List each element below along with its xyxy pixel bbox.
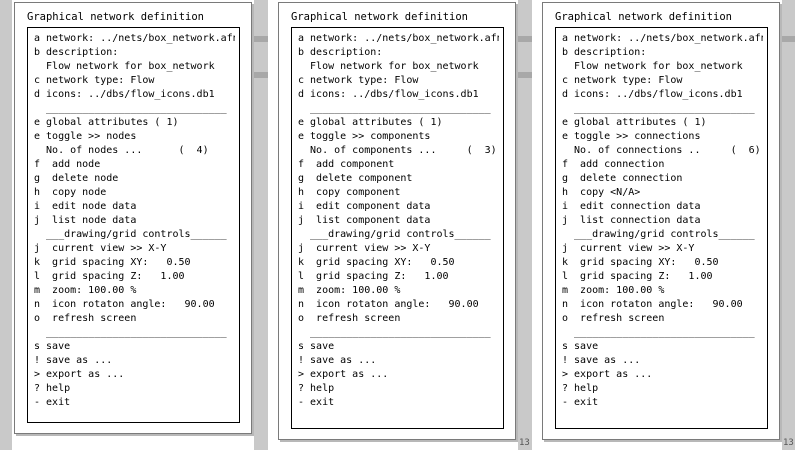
menu-item[interactable]: j list component data — [298, 215, 431, 226]
info-text: No. of components ... ( 3) — [298, 145, 497, 156]
menu-item[interactable]: d icons: ../dbs/flow_icons.db1 — [34, 89, 215, 100]
menu-item[interactable]: g delete node — [34, 173, 119, 184]
network-panel-connections: Graphical network definition a network: … — [542, 2, 780, 440]
separator: ______________________________ — [298, 327, 491, 338]
menu-item[interactable]: n icon rotaton angle: 90.00 — [562, 299, 743, 310]
menu-item[interactable]: a network: ../nets/box_network.afn — [34, 33, 235, 44]
separator: ______________________________ — [562, 103, 755, 114]
menu-item[interactable]: j current view >> X-Y — [298, 243, 431, 254]
menu-item[interactable]: - exit — [298, 397, 335, 408]
info-text: No. of nodes ... ( 4) — [34, 145, 209, 156]
info-text: Flow network for box_network — [562, 61, 743, 72]
section-header: ___drawing/grid controls______ — [562, 229, 755, 240]
menu-item[interactable]: g delete connection — [562, 173, 683, 184]
menu-item[interactable]: a network: ../nets/box_network.afn — [562, 33, 763, 44]
menu-item[interactable]: f add node — [34, 159, 101, 170]
menu-item[interactable]: e toggle >> connections — [562, 131, 701, 142]
info-text: Flow network for box_network — [34, 61, 215, 72]
menu-item[interactable]: j current view >> X-Y — [34, 243, 167, 254]
info-text: No. of connections .. ( 6) — [562, 145, 761, 156]
panel-title: Graphical network definition — [27, 11, 205, 23]
menu-item[interactable]: b description: — [562, 47, 647, 58]
menu-item[interactable]: e toggle >> components — [298, 131, 431, 142]
menu-item[interactable]: g delete component — [298, 173, 413, 184]
menu-item[interactable]: o refresh screen — [562, 313, 665, 324]
menu-item[interactable]: e toggle >> nodes — [34, 131, 137, 142]
menu-item[interactable]: f add component — [298, 159, 395, 170]
menu-item[interactable]: c network type: Flow — [562, 75, 683, 86]
menu-item[interactable]: i edit node data — [34, 201, 137, 212]
menu-item[interactable]: j list connection data — [562, 215, 701, 226]
menu-item[interactable]: m zoom: 100.00 % — [298, 285, 401, 296]
menu-item[interactable]: n icon rotaton angle: 90.00 — [34, 299, 215, 310]
menu-item[interactable]: o refresh screen — [298, 313, 401, 324]
menu-item[interactable]: s save — [34, 341, 71, 352]
section-header: ___drawing/grid controls______ — [298, 229, 491, 240]
panel-title: Graphical network definition — [291, 11, 469, 23]
menu-item[interactable]: b description: — [298, 47, 383, 58]
info-text: Flow network for box_network — [298, 61, 479, 72]
menu-item[interactable]: c network type: Flow — [298, 75, 419, 86]
menu-item[interactable]: l grid spacing Z: 1.00 — [562, 271, 713, 282]
menu-item[interactable]: c network type: Flow — [34, 75, 155, 86]
background-strip-right — [782, 0, 795, 450]
menu-item[interactable]: > export as ... — [34, 369, 125, 380]
menu-item[interactable]: l grid spacing Z: 1.00 — [34, 271, 185, 282]
separator: ______________________________ — [34, 103, 227, 114]
menu-item[interactable]: m zoom: 100.00 % — [34, 285, 137, 296]
menu-item[interactable]: l grid spacing Z: 1.00 — [298, 271, 449, 282]
menu-item[interactable]: e global attributes ( 1) — [298, 117, 443, 128]
menu-item[interactable]: h copy component — [298, 187, 401, 198]
menu-item[interactable]: ! save as ... — [298, 355, 377, 366]
menu-item[interactable]: j current view >> X-Y — [562, 243, 695, 254]
menu-item[interactable]: m zoom: 100.00 % — [562, 285, 665, 296]
menu-item[interactable]: d icons: ../dbs/flow_icons.db1 — [298, 89, 479, 100]
menu-item[interactable]: a network: ../nets/box_network.afn — [298, 33, 499, 44]
menu-item[interactable]: s save — [562, 341, 599, 352]
menu-item[interactable]: ? help — [34, 383, 71, 394]
network-panel-components: Graphical network definition a network: … — [278, 2, 516, 440]
menu-item[interactable]: - exit — [34, 397, 71, 408]
section-header: ___drawing/grid controls______ — [34, 229, 227, 240]
panel-title: Graphical network definition — [555, 11, 733, 23]
menu-item[interactable]: h copy <N/A> — [562, 187, 641, 198]
menu-item[interactable]: j list node data — [34, 215, 137, 226]
menu-item[interactable]: f add connection — [562, 159, 665, 170]
background-strip-left — [0, 0, 12, 450]
menu-item[interactable]: b description: — [34, 47, 119, 58]
menu-item[interactable]: n icon rotaton angle: 90.00 — [298, 299, 479, 310]
menu-item[interactable]: ? help — [298, 383, 335, 394]
menu-item[interactable]: d icons: ../dbs/flow_icons.db1 — [562, 89, 743, 100]
separator: ______________________________ — [34, 327, 227, 338]
separator: ______________________________ — [562, 327, 755, 338]
menu-item[interactable]: i edit connection data — [562, 201, 701, 212]
network-panel-nodes: Graphical network definition a network: … — [14, 2, 252, 434]
scroll-marker-1: 13 — [519, 438, 530, 448]
menu-item[interactable]: ! save as ... — [34, 355, 113, 366]
background-strip-mid2 — [518, 0, 532, 450]
menu-item[interactable]: - exit — [562, 397, 599, 408]
menu-item[interactable]: e global attributes ( 1) — [562, 117, 707, 128]
menu-item[interactable]: h copy node — [34, 187, 107, 198]
menu-item[interactable]: e global attributes ( 1) — [34, 117, 179, 128]
menu-item[interactable]: > export as ... — [298, 369, 389, 380]
menu-item[interactable]: k grid spacing XY: 0.50 — [298, 257, 455, 268]
menu-item[interactable]: k grid spacing XY: 0.50 — [562, 257, 719, 268]
menu-item[interactable]: ! save as ... — [562, 355, 641, 366]
scroll-marker-2: 13 — [783, 438, 794, 448]
menu-item[interactable]: ? help — [562, 383, 599, 394]
menu-item[interactable]: k grid spacing XY: 0.50 — [34, 257, 191, 268]
menu-item[interactable]: o refresh screen — [34, 313, 137, 324]
menu-item[interactable]: i edit component data — [298, 201, 431, 212]
menu-item[interactable]: s save — [298, 341, 335, 352]
separator: ______________________________ — [298, 103, 491, 114]
background-strip-mid1 — [254, 0, 268, 450]
menu-item[interactable]: > export as ... — [562, 369, 653, 380]
